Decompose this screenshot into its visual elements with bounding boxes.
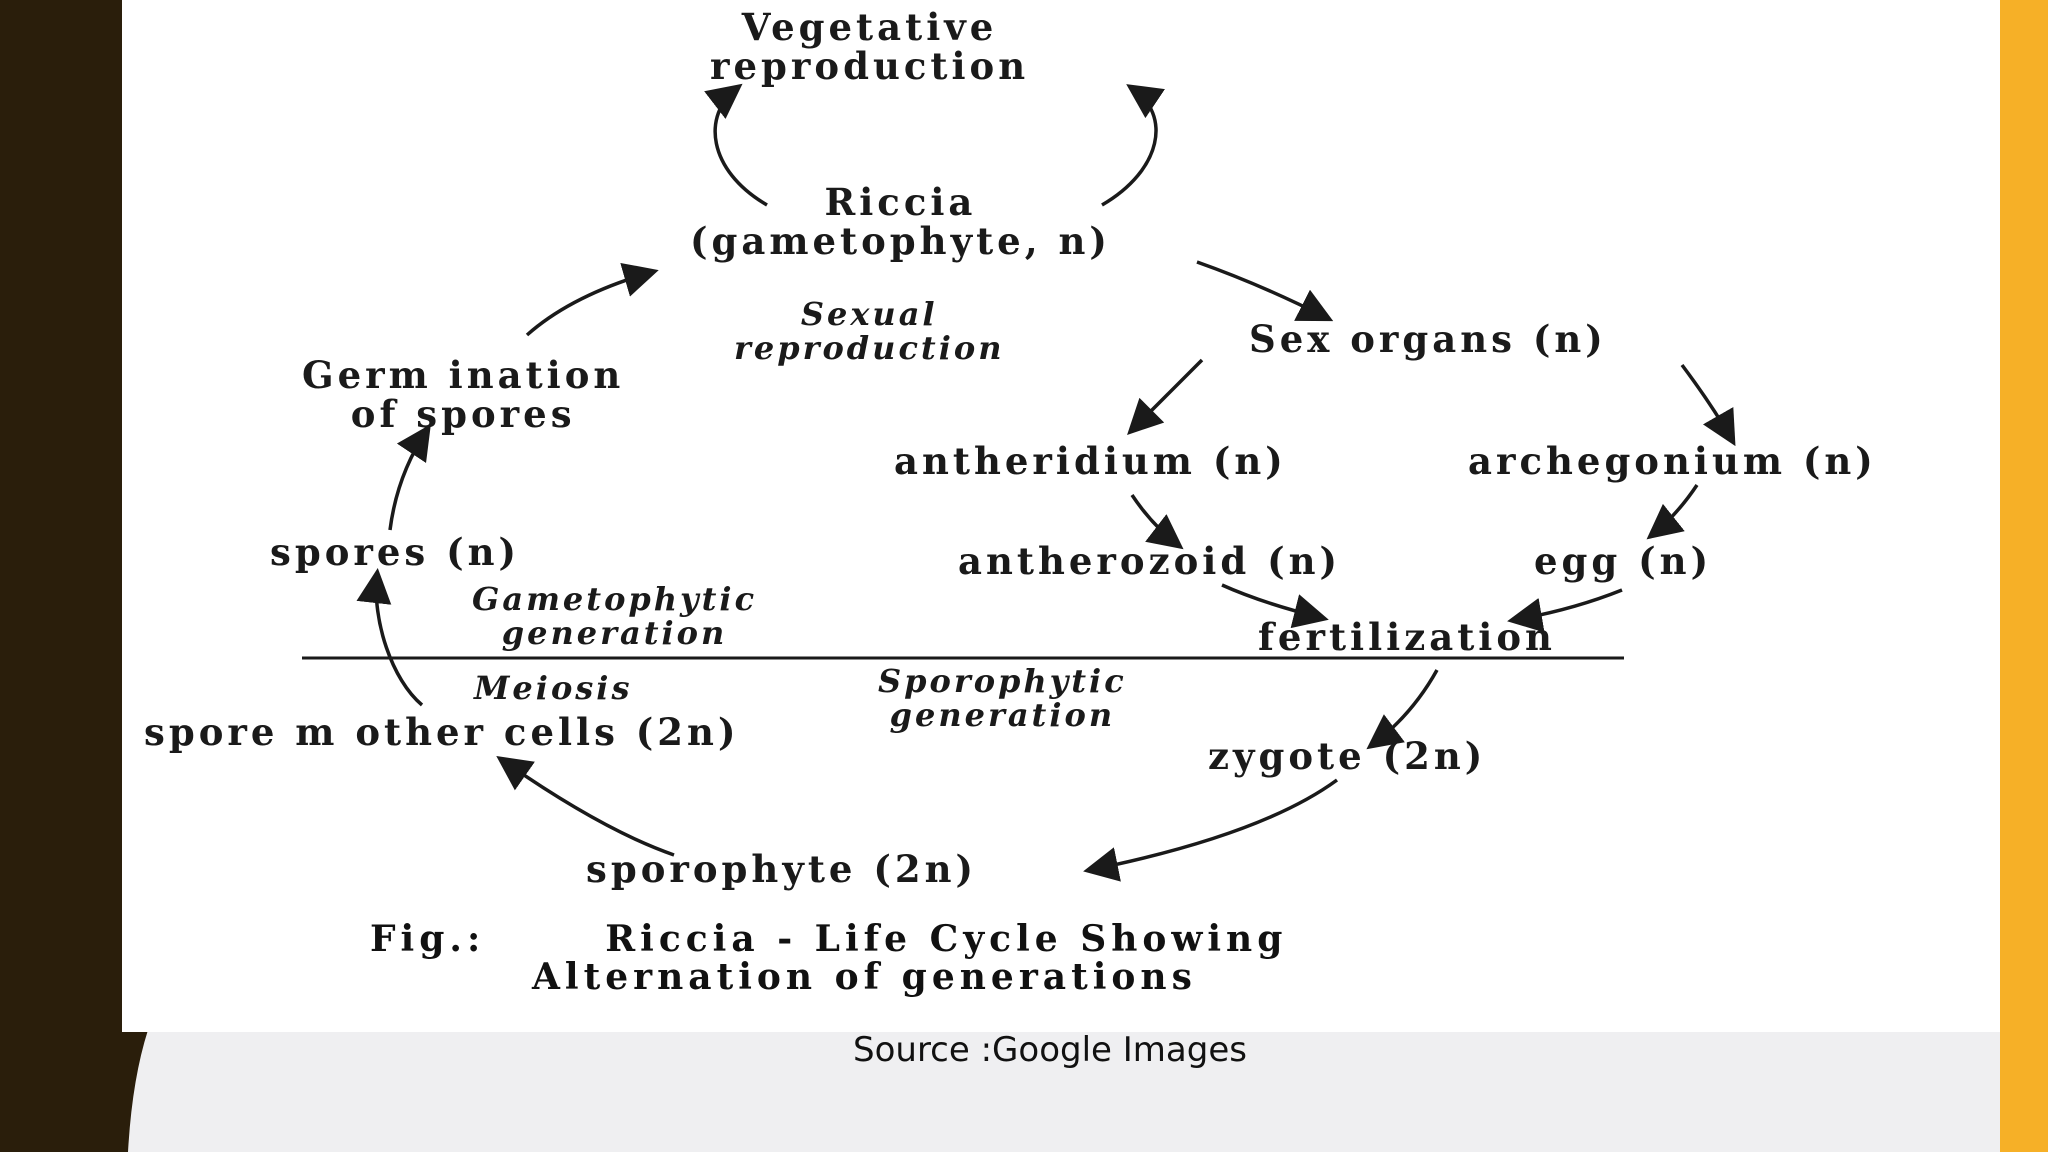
label-spores: spores (n) [270,530,521,574]
right-accent-band [2000,0,2048,1152]
arrow-sex-organs-to-archegonium [1680,363,1736,447]
arrow-antherozoid-to-fertilization [1221,583,1329,629]
label-fertilization: fertilization [1258,615,1556,659]
arrow-archegonium-to-egg [1646,484,1699,540]
label-egg: egg (n) [1534,539,1713,583]
label-spore-mother-cells: spore m other cells (2n) [144,710,740,754]
figure-caption-line1: Fig.: Riccia - Life Cycle Showing [370,918,1287,960]
caption-fig-prefix: Fig.: [370,918,486,960]
label-gametophytic-generation: Gametophytic generation [472,580,758,652]
label-sporophyte: sporophyte (2n) [586,847,977,891]
arrow-fertilization-to-zygote [1366,669,1439,750]
label-sporophytic-generation: Sporophytic generation [878,662,1127,734]
arrow-egg-to-fertilization [1507,588,1623,633]
label-antheridium: antheridium (n) [894,439,1287,483]
label-archegonium: archegonium (n) [1468,439,1877,483]
arrow-zygote-to-sporophyte [1083,778,1339,882]
label-germination-of-spores: Germ ination of spores [302,353,625,436]
caption-title: Riccia - Life Cycle Showing [605,918,1288,960]
label-sex-organs: Sex organs (n) [1249,317,1607,361]
figure-caption-line2: Alternation of generations [532,956,1197,998]
label-vegetative-reproduction: Vegetative reproduction [710,5,1030,88]
arrow-riccia-to-vegetative-left [704,83,768,207]
arrow-spore-mother-cells-to-spores [356,568,424,707]
arrow-antheridium-to-antherozoid [1130,494,1184,550]
life-cycle-figure: Vegetative reproduction Riccia (gametoph… [122,0,2000,1032]
label-antherozoid: antherozoid (n) [958,539,1341,583]
arrow-spores-to-germination [388,424,431,531]
source-credit: Source :Google Images [853,1030,1247,1070]
label-meiosis: Meiosis [474,669,633,707]
left-decorative-band [0,0,148,1152]
label-zygote: zygote (2n) [1208,734,1487,778]
arrow-riccia-to-sex-organs [1196,260,1334,322]
label-riccia-gametophyte: Riccia (gametophyte, n) [690,180,1111,263]
arrow-germination-to-riccia [525,262,659,337]
diagram-arrows [302,83,1736,882]
arrow-riccia-to-vegetative-right [1101,84,1165,207]
left-band-shape [0,0,148,1152]
arrow-sex-organs-to-antheridium [1127,358,1204,435]
arrow-sporophyte-to-spore-mother-cells [496,755,675,857]
label-sexual-reproduction: Sexual reproduction [734,295,1005,367]
